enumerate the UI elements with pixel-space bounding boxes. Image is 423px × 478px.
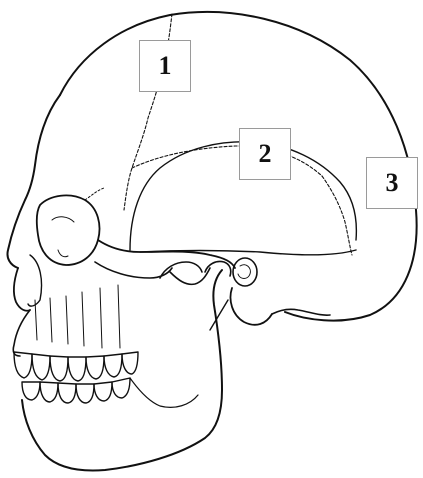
mastoid-process <box>231 288 273 325</box>
frontozygomatic-suture <box>85 188 104 200</box>
lambdoid-suture <box>322 176 352 255</box>
frontal-outline <box>7 95 60 268</box>
ramus-notch <box>170 268 210 284</box>
coronoid-process <box>160 262 202 278</box>
label-3-box: 3 <box>366 157 418 209</box>
occipital-base <box>272 309 330 315</box>
upper-teeth <box>14 352 138 381</box>
nasal-aperture <box>28 255 42 306</box>
lacrimal-mark <box>58 250 68 257</box>
label-2-box: 2 <box>239 128 291 180</box>
zygomatic-arch <box>98 240 235 268</box>
label-1-box: 1 <box>139 40 191 92</box>
ear-canal-inner <box>238 265 250 279</box>
label-3-text: 3 <box>386 168 399 198</box>
mandible-inner <box>130 378 198 407</box>
maxilla-ridges <box>35 285 120 348</box>
orbit-outline <box>37 195 100 265</box>
label-2-text: 2 <box>259 139 272 169</box>
ear-canal <box>233 258 257 286</box>
orbit-inner <box>52 217 74 222</box>
maxilla-outline <box>13 310 30 356</box>
lower-teeth <box>22 378 130 403</box>
styloid-process <box>210 300 228 330</box>
label-1-text: 1 <box>159 51 172 81</box>
